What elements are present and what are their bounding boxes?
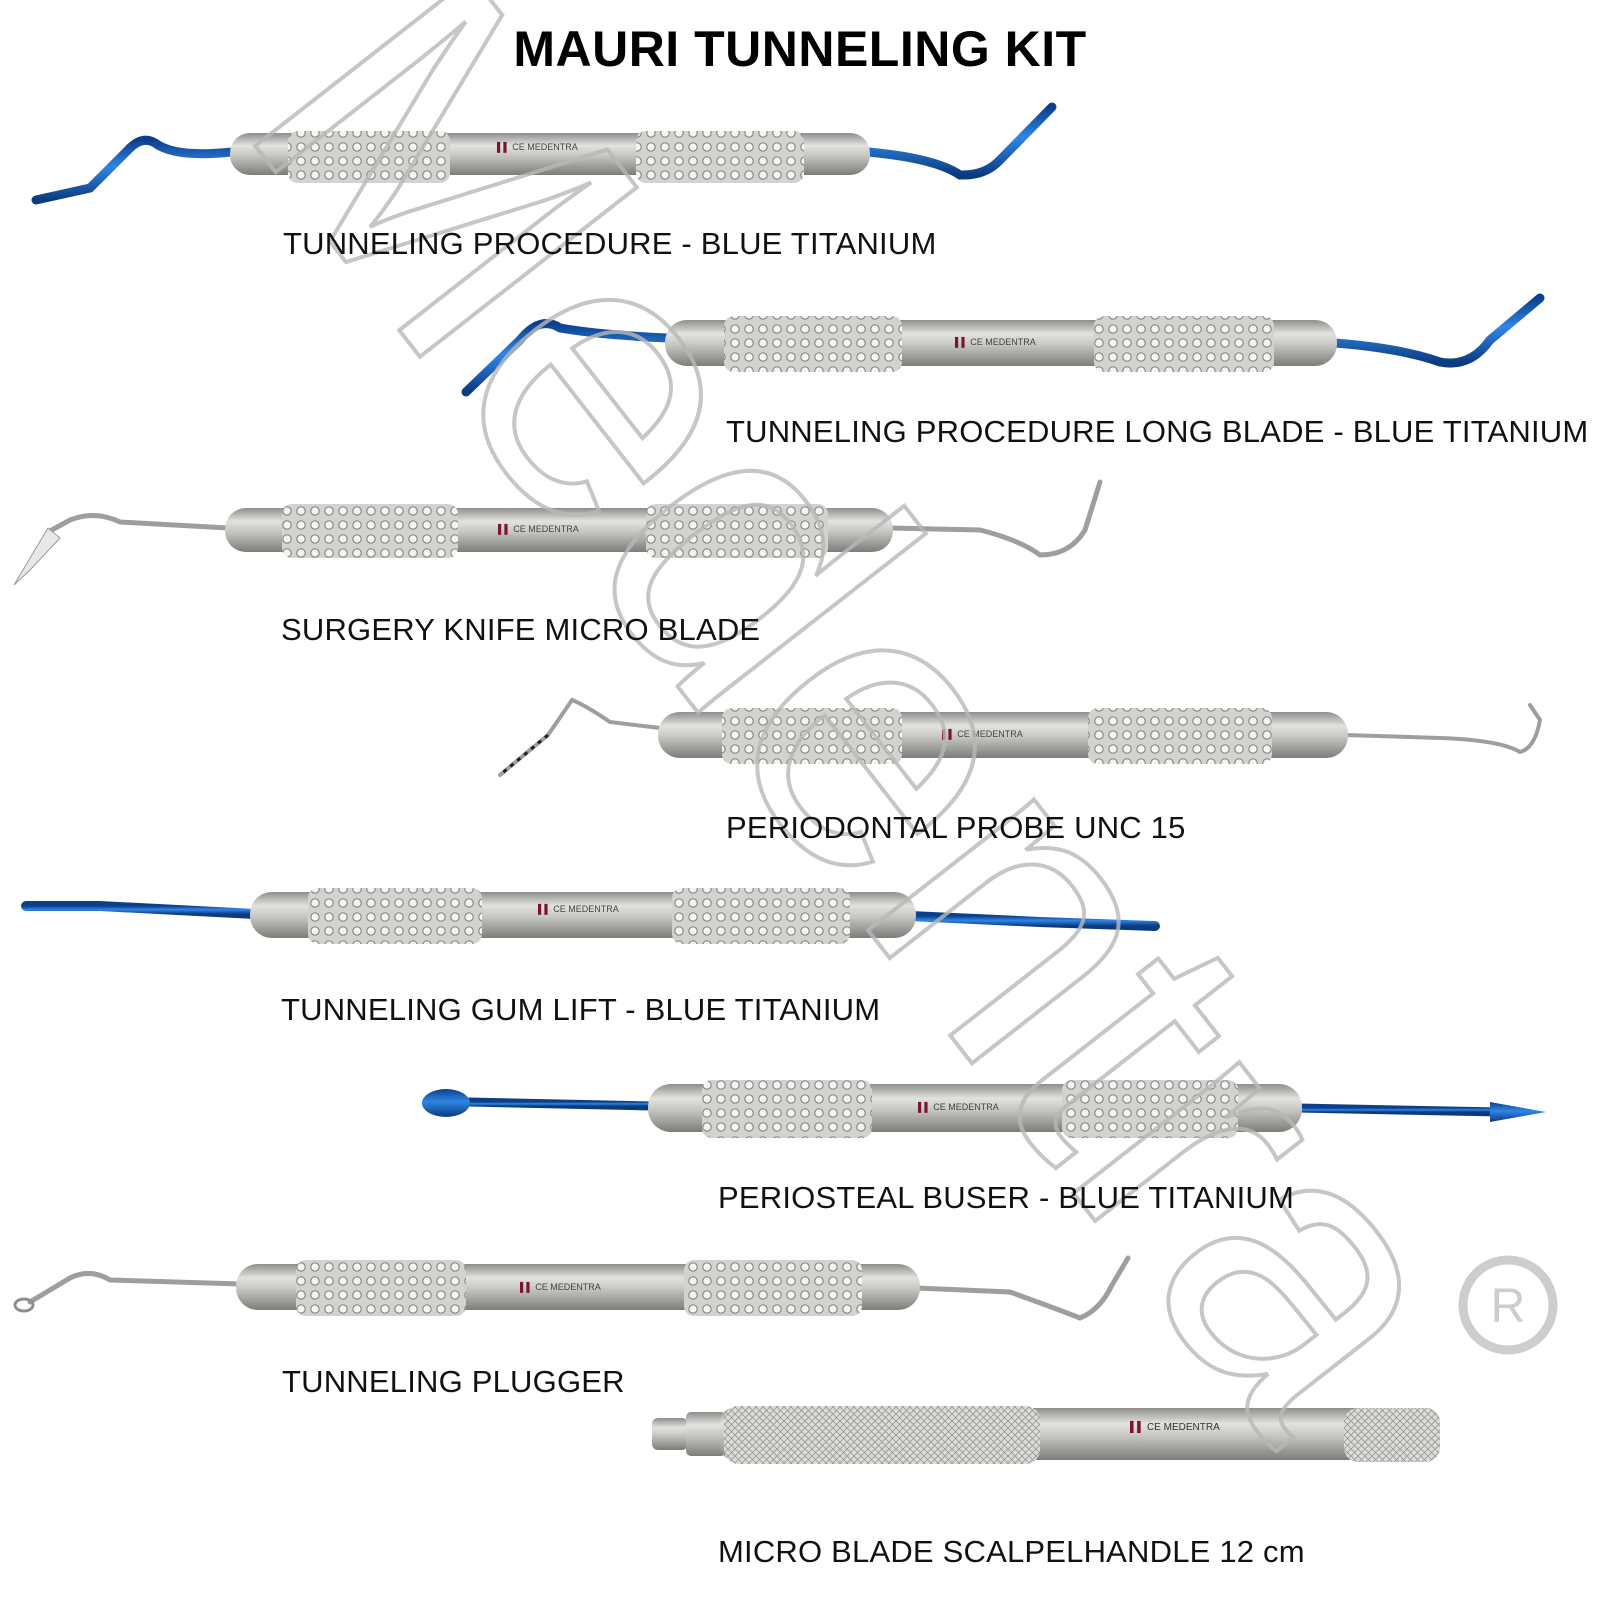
grip-left bbox=[722, 708, 902, 764]
label-tunneling-procedure: TUNNELING PROCEDURE - BLUE TITANIUM bbox=[283, 226, 937, 261]
grip-left bbox=[702, 1080, 872, 1138]
grip-right bbox=[1088, 708, 1272, 764]
blue-tip-right bbox=[863, 102, 1057, 180]
grip-left bbox=[308, 888, 482, 944]
grip-left bbox=[296, 1260, 466, 1316]
brand-mark: ▌▌ CE MEDENTRA bbox=[520, 1281, 601, 1293]
label-tunneling-plugger: TUNNELING PLUGGER bbox=[282, 1364, 625, 1399]
grip-right bbox=[646, 504, 828, 558]
blue-tip-left bbox=[31, 135, 237, 205]
probe-tip-right bbox=[1343, 703, 1543, 755]
blue-tip-left bbox=[21, 901, 260, 919]
grip-right bbox=[1094, 316, 1274, 372]
blue-spoon-left bbox=[422, 1089, 470, 1117]
steel-tip-right bbox=[887, 479, 1103, 558]
blue-point-right bbox=[1490, 1102, 1546, 1122]
brand-mark: ▌▌ CE MEDENTRA bbox=[498, 523, 579, 535]
grip-left bbox=[724, 316, 902, 372]
steel-tip-left bbox=[45, 513, 231, 535]
probe-tip-left bbox=[498, 697, 662, 777]
brand-mark: ▌▌ CE MEDENTRA bbox=[497, 141, 578, 153]
scalpel-nose bbox=[652, 1418, 688, 1450]
brand-mark: ▌▌ CE MEDENTRA bbox=[1130, 1420, 1220, 1434]
blue-tip-right bbox=[905, 911, 1160, 931]
scalpel-grip-end bbox=[1344, 1408, 1440, 1462]
grip-right bbox=[672, 888, 850, 944]
scalpel-grip-main bbox=[724, 1406, 1040, 1464]
probe-markings bbox=[499, 733, 549, 777]
blue-tip-right bbox=[1330, 293, 1545, 368]
grip-left bbox=[288, 131, 450, 183]
instrument-periodontal-probe-unc-15: ▌▌ CE MEDENTRA bbox=[498, 697, 1543, 777]
instrument-tunneling-gum-lift: ▌▌ CE MEDENTRA bbox=[21, 888, 1160, 944]
brand-mark: ▌▌ CE MEDENTRA bbox=[942, 728, 1023, 740]
blue-tip-left bbox=[465, 1097, 657, 1111]
brand-mark: ▌▌ CE MEDENTRA bbox=[538, 903, 619, 915]
label-tunneling-gum-lift: TUNNELING GUM LIFT - BLUE TITANIUM bbox=[281, 992, 881, 1027]
scalpel-collar bbox=[686, 1412, 726, 1456]
plugger-loop bbox=[13, 1297, 35, 1313]
brand-mark: ▌▌ CE MEDENTRA bbox=[955, 336, 1036, 348]
label-periodontal-probe-unc-15: PERIODONTAL PROBE UNC 15 bbox=[726, 810, 1186, 845]
grip-right bbox=[684, 1260, 862, 1316]
instrument-periosteal-buser: ▌▌ CE MEDENTRA bbox=[422, 1080, 1546, 1138]
blue-tip-left bbox=[461, 319, 673, 397]
grip-right bbox=[636, 131, 804, 183]
label-periosteal-buser: PERIOSTEAL BUSER - BLUE TITANIUM bbox=[718, 1180, 1294, 1215]
instrument-surgery-knife-micro-blade: ▌▌ CE MEDENTRA bbox=[13, 479, 1103, 586]
label-micro-blade-scalpel-handle: MICRO BLADE SCALPELHANDLE 12 cm bbox=[718, 1534, 1305, 1569]
brand-mark: ▌▌ CE MEDENTRA bbox=[918, 1101, 999, 1113]
page-title: MAURI TUNNELING KIT bbox=[513, 21, 1087, 77]
instrument-tunneling-procedure-long-blade: ▌▌ CE MEDENTRA bbox=[461, 293, 1545, 397]
instrument-tunneling-procedure: ▌▌ CE MEDENTRA bbox=[31, 102, 1057, 205]
instrument-tunneling-plugger: ▌▌ CE MEDENTRA bbox=[13, 1255, 1131, 1321]
instrument-micro-blade-scalpel-handle: ▌▌ CE MEDENTRA bbox=[652, 1406, 1440, 1464]
label-surgery-knife-micro-blade: SURGERY KNIFE MICRO BLADE bbox=[281, 612, 761, 647]
blue-tip-right bbox=[1293, 1103, 1505, 1117]
micro-blade bbox=[13, 527, 61, 586]
steel-tip-left bbox=[27, 1271, 243, 1305]
steel-tip-right bbox=[913, 1255, 1131, 1321]
grip-left bbox=[282, 504, 458, 558]
grip-right bbox=[1062, 1080, 1238, 1138]
label-tunneling-procedure-long-blade: TUNNELING PROCEDURE LONG BLADE - BLUE TI… bbox=[726, 414, 1589, 449]
